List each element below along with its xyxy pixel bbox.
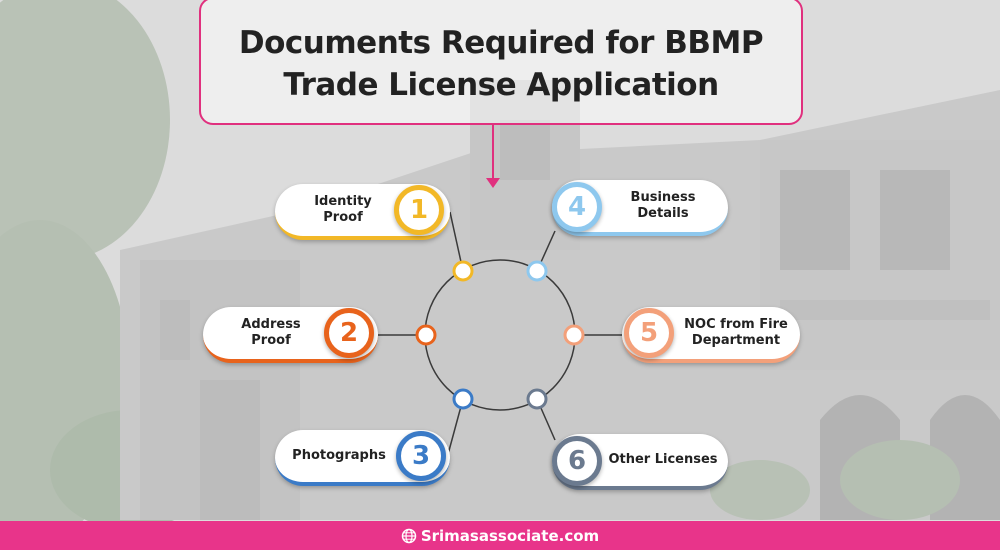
item-label: NOC from Fire Department [684, 317, 788, 348]
number-badge-3: 3 [396, 431, 446, 481]
globe-icon [401, 528, 417, 543]
number-badge-5: 5 [624, 308, 674, 358]
title-box: Documents Required for BBMP Trade Licens… [199, 0, 803, 125]
item-label: Photographs [292, 448, 386, 463]
footer-bar: Srimasassociate.com [0, 521, 1000, 550]
number-badge-4: 4 [552, 182, 602, 232]
website-link[interactable]: Srimasassociate.com [420, 526, 600, 545]
title-line-1: Documents Required for BBMP [238, 25, 764, 61]
item-label: Identity Proof [314, 194, 372, 225]
number-badge-6: 6 [552, 436, 602, 486]
item-label: Address Proof [241, 317, 301, 348]
item-label: Business Details [630, 190, 696, 221]
number-badge-1: 1 [394, 185, 444, 235]
title-line-2: Trade License Application [283, 67, 719, 103]
item-label: Other Licenses [608, 452, 718, 467]
number-badge-2: 2 [324, 308, 374, 358]
